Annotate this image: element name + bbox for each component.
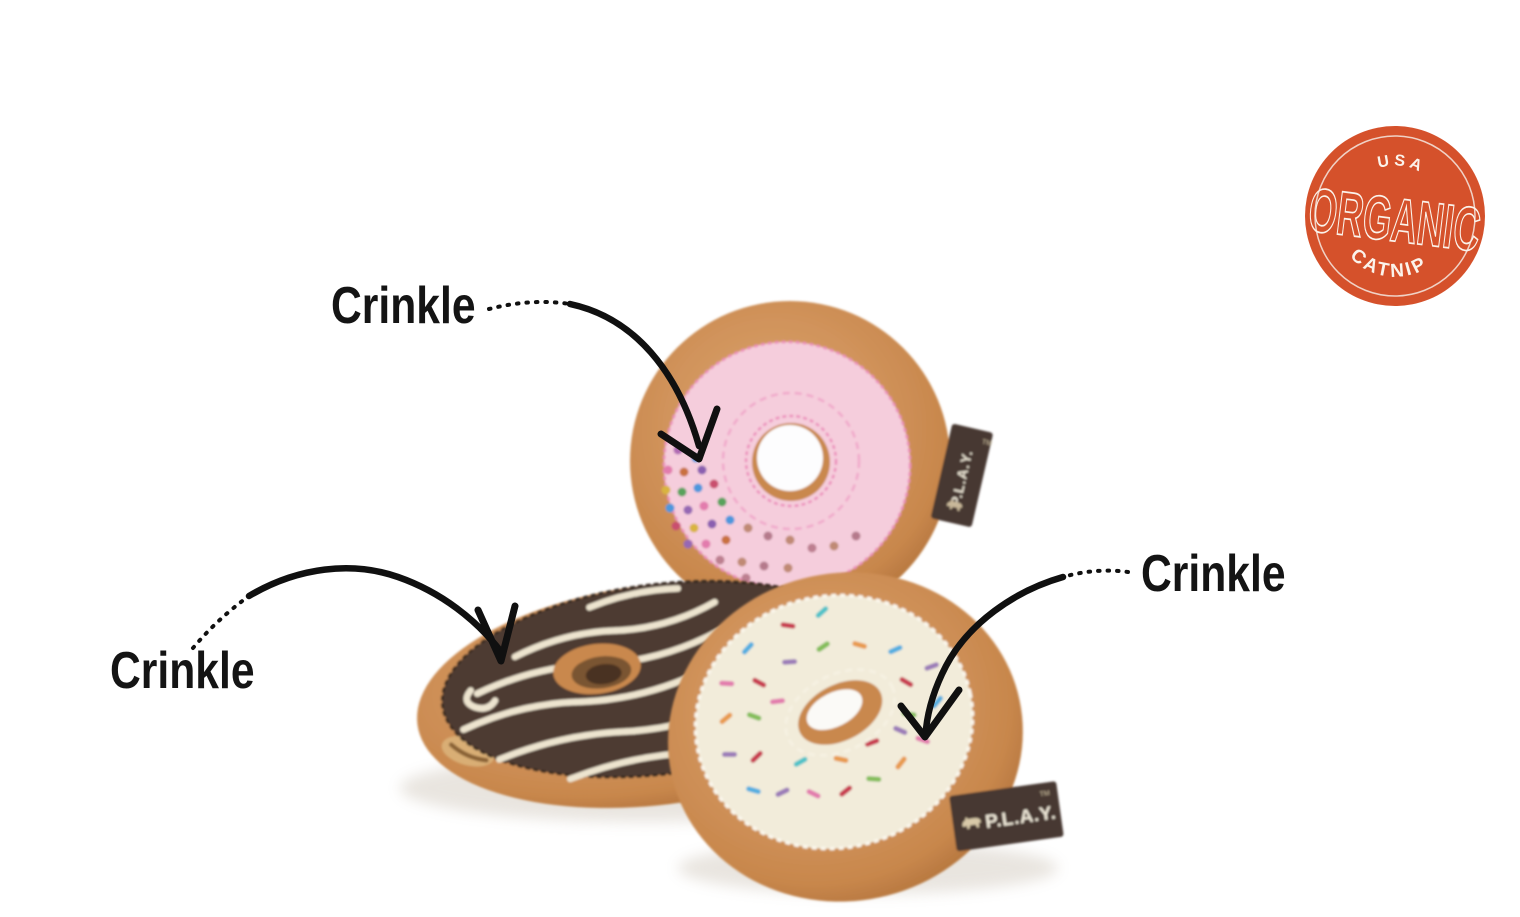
dog-silhouette-icon	[946, 499, 963, 512]
crinkle-label-top: Crinkle	[331, 277, 476, 335]
crinkle-label-left: Crinkle	[110, 642, 255, 700]
vanilla-donut-sprinkles	[719, 606, 943, 799]
pink-donut: TM P.L.A.Y.	[630, 301, 993, 621]
pink-donut-hole	[757, 425, 823, 491]
crinkle-arrows	[191, 299, 1130, 741]
crinkle-label-right: Crinkle	[1141, 545, 1286, 603]
crinkle-arrow-left	[191, 565, 519, 665]
pink-donut-hole-stitch	[744, 414, 838, 508]
organic-catnip-badge: USA ORGANIC CATNIP	[1304, 126, 1485, 306]
badge-inner-ring	[1314, 135, 1476, 297]
vanilla-donut-hole-stitch	[784, 668, 897, 757]
vanilla-donut-hole	[806, 689, 863, 730]
crinkle-arrow-top	[487, 299, 721, 463]
pink-donut-stitch-ring	[721, 391, 861, 531]
play-tag-side-tm: TM	[981, 439, 993, 448]
vanilla-donut: TM P.L.A.Y.	[667, 572, 1064, 902]
play-tag-bottom-tm: TM	[1039, 790, 1050, 798]
dog-silhouette-icon	[962, 817, 981, 830]
play-tag-side: TM P.L.A.Y.	[931, 424, 993, 527]
play-tag-bottom: TM P.L.A.Y.	[949, 781, 1064, 852]
crinkle-arrow-right	[897, 568, 1130, 741]
badge-circle	[1305, 126, 1485, 306]
chocolate-donut-hole	[585, 663, 622, 685]
